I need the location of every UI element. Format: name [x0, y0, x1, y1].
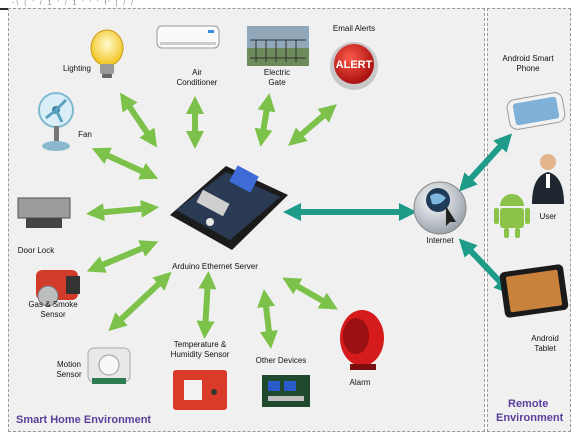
- remote-environment-label-2: Environment: [496, 412, 564, 424]
- label-door-lock: Door Lock: [17, 246, 55, 255]
- label-motion-sensor-2: Sensor: [56, 370, 82, 379]
- alarm-siren-icon: [340, 310, 384, 370]
- arrow-gas-sensor: [86, 240, 159, 273]
- hub-label: Arduino Ethernet Server: [172, 262, 258, 271]
- arrow-temperature-sensor: [196, 271, 217, 339]
- arrow-door-lock: [86, 199, 159, 222]
- tablet-icon: [499, 264, 569, 318]
- label-android-phone-1: Android Smart: [502, 54, 554, 63]
- label-motion-sensor-1: Motion: [56, 360, 81, 369]
- label-lighting: Lighting: [62, 64, 92, 73]
- arrow-lighting: [119, 92, 158, 148]
- label-android-tablet-1: Android: [531, 334, 559, 343]
- arrow-internet-tablet: [458, 238, 513, 295]
- lightbulb-icon: [90, 29, 124, 78]
- arrow-internet-phone: [458, 133, 513, 192]
- remote-environment-label-1: Remote: [508, 398, 549, 410]
- label-email-alerts: Email Alerts: [332, 24, 376, 33]
- alert-icon: [330, 42, 378, 90]
- other-devices-board-icon: [262, 375, 310, 407]
- motion-sensor-icon: [87, 347, 131, 384]
- arduino-ethernet-server-icon: [170, 165, 288, 250]
- electric-gate-icon: [247, 26, 309, 66]
- label-temperature-sensor-1: Temperature &: [173, 340, 227, 349]
- android-phone-icon: [506, 92, 566, 130]
- label-gas-sensor-1: Gas & Smoke: [28, 300, 78, 309]
- label-user: User: [539, 212, 557, 221]
- label-android-phone-2: Phone: [516, 64, 540, 73]
- gas-smoke-sensor-icon: [36, 270, 80, 307]
- label-temperature-sensor-2: Humidity Sensor: [170, 350, 230, 359]
- label-android-tablet-2: Tablet: [534, 344, 556, 353]
- door-lock-icon: [17, 197, 71, 228]
- internet-globe-icon: [413, 181, 467, 235]
- label-fan: Fan: [78, 130, 92, 139]
- arrow-motion-sensor: [108, 271, 172, 332]
- arrow-electric-gate: [254, 93, 276, 147]
- label-air-conditioner-2: Conditioner: [176, 78, 218, 87]
- arrow-other-devices: [257, 289, 278, 349]
- arrow-alarm: [282, 277, 338, 310]
- label-alarm: Alarm: [349, 378, 371, 387]
- label-gas-sensor-2: Sensor: [40, 310, 66, 319]
- label-electric-gate-2: Gate: [268, 78, 286, 87]
- label-internet: Internet: [426, 236, 454, 245]
- label-electric-gate-1: Electric: [263, 68, 291, 77]
- temperature-humidity-sensor-icon: [173, 370, 227, 410]
- alert-sign-text: ALERT: [336, 59, 373, 71]
- fan-icon: [38, 92, 74, 151]
- user-icon: [532, 154, 564, 204]
- air-conditioner-icon: [156, 25, 220, 49]
- label-other-devices: Other Devices: [255, 356, 307, 365]
- android-robot-icon: [494, 194, 530, 238]
- label-air-conditioner-1: Air: [192, 68, 202, 77]
- header-partial-text: -\ ( ' / 1 ' / 1 ' ' ' f' | / /: [12, 0, 136, 7]
- smart-home-environment-label: Smart Home Environment: [16, 414, 152, 426]
- arrow-fan: [91, 147, 159, 180]
- arrow-email-alerts: [288, 104, 337, 146]
